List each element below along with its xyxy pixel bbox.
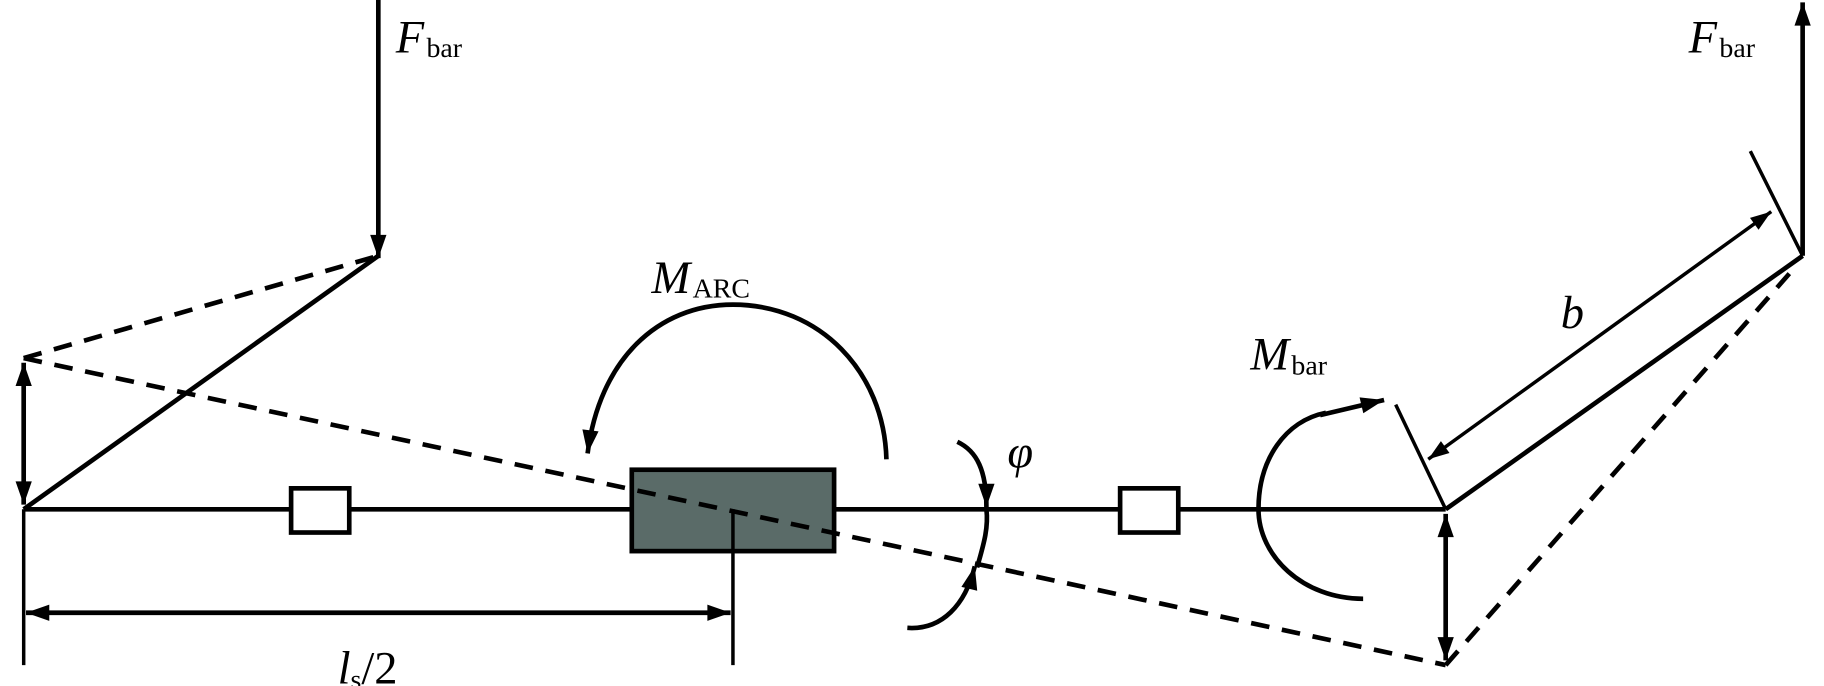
arm-tick-outer [1748, 150, 1805, 257]
moment-bar-arrowhead [1319, 397, 1385, 418]
force-left-label: Fbar [395, 12, 463, 64]
bushing-right [1117, 486, 1181, 535]
moment-arc-label: MARC [651, 253, 750, 305]
moment-bar-label: Mbar [1249, 330, 1327, 382]
angle-line [974, 508, 990, 569]
angle-label: φ [1007, 427, 1033, 478]
moment-arc-arrow [582, 302, 889, 460]
angle-arrow-top [956, 439, 995, 507]
half-length-label: ls/2 [338, 644, 398, 686]
bushing-left [288, 486, 352, 535]
left-arm-deflected [23, 253, 379, 361]
right-arm [1444, 253, 1804, 512]
angle-arrow-bottom [907, 565, 978, 631]
arm-length-label: b [1561, 288, 1584, 339]
force-right-label: Fbar [1688, 12, 1756, 64]
moment-bar-arc [1256, 410, 1364, 602]
arm-length-dimension [1427, 210, 1773, 461]
arm-tick-inner [1394, 403, 1448, 511]
left-arm [22, 253, 380, 512]
right-arm-deflected [1443, 263, 1799, 667]
